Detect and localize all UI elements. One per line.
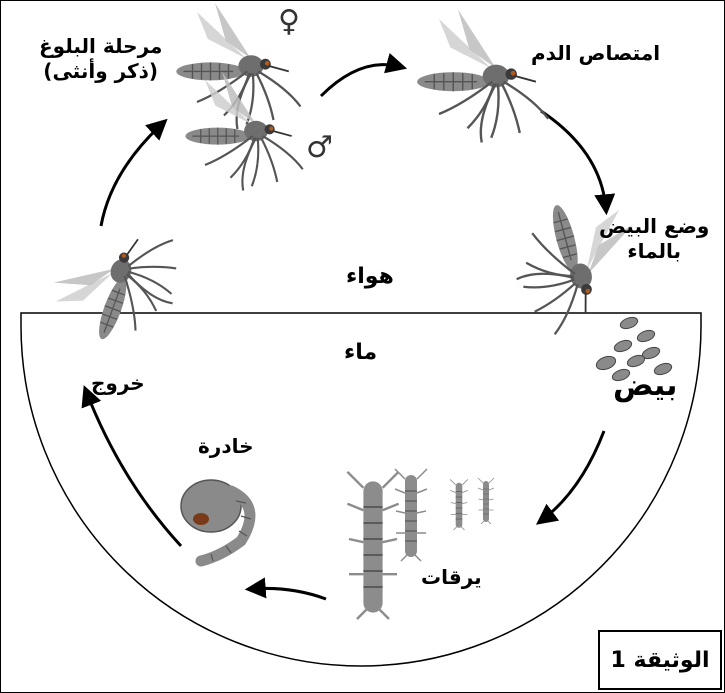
adult-stage-label: مرحلة البلوغ (ذكر وأنثى): [39, 34, 162, 84]
blood-sucking-mosquito: [417, 9, 548, 142]
eggs-label: بيض: [613, 367, 677, 405]
egg-laying-line1: وضع البيض: [599, 214, 709, 239]
blood-sucking-label: امتصاص الدم: [531, 41, 660, 66]
arrow-adult-to-blood: [321, 65, 401, 96]
adult-stage-line1: مرحلة البلوغ: [39, 34, 162, 59]
egg-laying-label: وضع البيض بالماء: [599, 214, 709, 264]
document-label: الوثيقة 1: [611, 648, 710, 673]
emergence-label: خروج: [91, 371, 145, 396]
arrow-emergence-to-adult: [101, 123, 163, 226]
larvae-label: يرقات: [421, 565, 482, 590]
male-symbol: ♂: [306, 129, 333, 167]
water-label: ماء: [344, 339, 377, 367]
arrow-blood-to-laying: [541, 111, 606, 209]
pupa-label: خادرة: [198, 434, 254, 459]
air-label: هواء: [346, 263, 394, 291]
adult-stage-line2: (ذكر وأنثى): [39, 59, 162, 84]
document-number-box: الوثيقة 1: [598, 630, 722, 690]
egg-laying-line2: بالماء: [599, 239, 709, 264]
female-symbol: ♀: [278, 3, 300, 41]
